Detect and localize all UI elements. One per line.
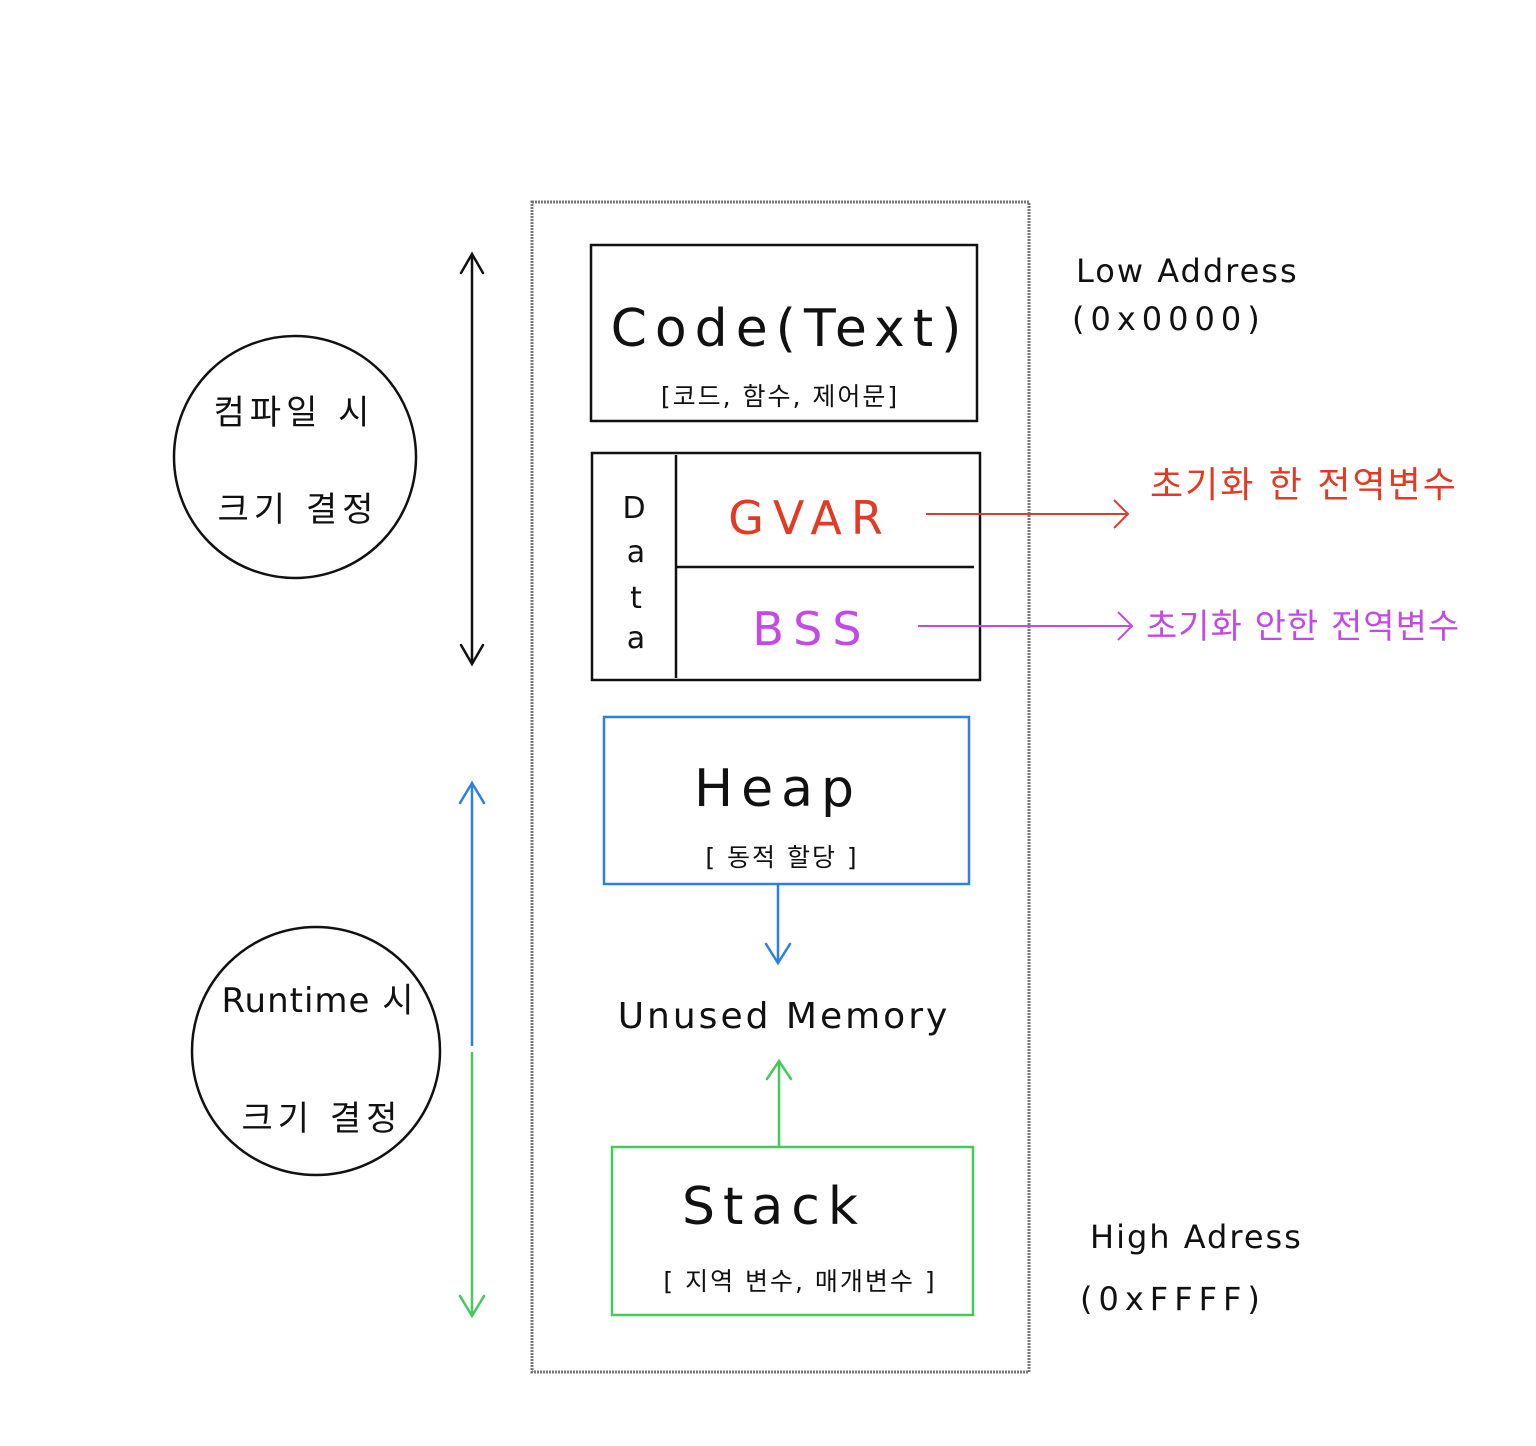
- stack-title: Stack: [682, 1177, 866, 1237]
- stack-box: [610, 1145, 975, 1317]
- low-address-value: (0x0000): [1072, 300, 1266, 338]
- runtime-line1: Runtime 시: [221, 981, 414, 1021]
- runtime-circle: Runtime 시 크기 결정: [190, 925, 442, 1177]
- heap-box: [602, 715, 971, 886]
- heap-segment: Heap [ 동적 할당 ]: [602, 715, 971, 886]
- memory-frame: [530, 200, 1031, 1374]
- data-letter-a1: a: [627, 535, 645, 570]
- gvar-label: GVAR: [728, 491, 892, 545]
- compile-time-circle: 컴파일 시 크기 결정: [172, 334, 418, 580]
- compile-time-line2: 크기 결정: [218, 490, 379, 530]
- code-subtitle: [코드, 함수, 제어문]: [661, 382, 899, 411]
- gvar-description: 초기화 한 전역변수: [1150, 465, 1458, 506]
- data-letter-a2: a: [627, 621, 645, 656]
- code-segment: Code(Text) [코드, 함수, 제어문]: [589, 243, 979, 423]
- stack-subtitle: [ 지역 변수, 매개변수 ]: [663, 1267, 936, 1296]
- data-letter-d: D: [622, 491, 645, 526]
- low-address-label: Low Address: [1076, 252, 1299, 290]
- compile-time-line1: 컴파일 시: [214, 393, 375, 433]
- code-title: Code(Text): [611, 299, 970, 359]
- bss-description: 초기화 안한 전역변수: [1146, 607, 1460, 647]
- heap-subtitle: [ 동적 할당 ]: [705, 843, 858, 872]
- compile-time-arrow: [459, 251, 485, 667]
- low-address: Low Address (0x0000): [1072, 252, 1299, 338]
- heap-title: Heap: [694, 759, 862, 819]
- code-box: [589, 243, 979, 423]
- unused-memory-label: Unused Memory: [618, 996, 951, 1037]
- gvar-annotation: 초기화 한 전역변수: [926, 465, 1458, 529]
- stack-segment: Stack [ 지역 변수, 매개변수 ]: [610, 1145, 975, 1317]
- bss-annotation: 초기화 안한 전역변수: [918, 607, 1460, 647]
- heap-growth-arrow: [764, 884, 792, 966]
- data-box: [590, 451, 982, 682]
- high-address-value: (0xFFFF): [1080, 1280, 1266, 1318]
- data-letter-t: t: [630, 581, 642, 616]
- runtime-line2: 크기 결정: [242, 1099, 403, 1139]
- runtime-arrow: [458, 780, 486, 1319]
- bss-label: BSS: [752, 602, 871, 656]
- high-address-label: High Adress: [1090, 1218, 1303, 1256]
- data-segment: D a t a GVAR BSS: [590, 451, 982, 682]
- stack-growth-arrow: [765, 1058, 793, 1146]
- high-address: High Adress (0xFFFF): [1080, 1218, 1303, 1318]
